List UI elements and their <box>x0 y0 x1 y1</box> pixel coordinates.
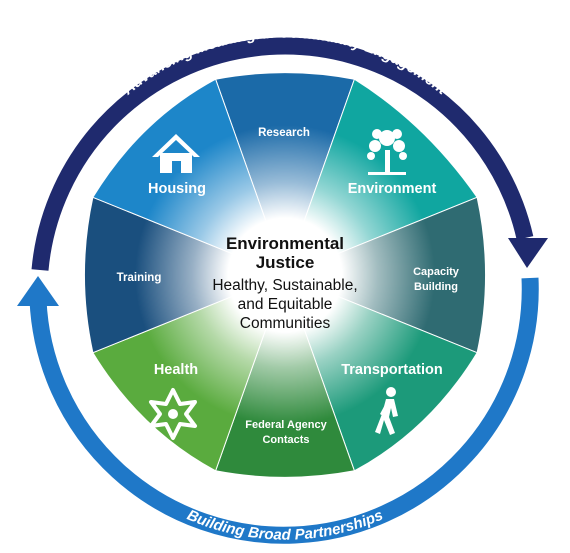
ring-bottom-arrowhead <box>17 276 59 306</box>
label-federal-line2: Contacts <box>262 434 309 446</box>
center-subtitle-line1: Healthy, Sustainable, <box>212 277 357 294</box>
center-title-line1: Environmental <box>226 234 344 253</box>
label-environment: Environment <box>348 181 437 197</box>
label-capacity-line2: Building <box>414 281 458 293</box>
ring-top-arrowhead <box>508 238 548 268</box>
label-research: Research <box>258 127 310 139</box>
center-subtitle-line2: and Equitable <box>238 296 333 313</box>
tree-icon <box>367 129 407 175</box>
walking-person-icon <box>375 387 398 435</box>
label-housing: Housing <box>148 181 206 197</box>
label-capacity-line1: Capacity <box>413 266 460 278</box>
house-icon <box>152 134 200 173</box>
center-glow <box>135 125 435 425</box>
label-transportation: Transportation <box>341 362 443 378</box>
segment-labels: Research Environment Capacity Building T… <box>117 127 460 446</box>
ring-bottom-arc <box>29 277 539 544</box>
center-title-line2: Justice <box>256 253 315 272</box>
label-federal-line1: Federal Agency <box>245 419 327 431</box>
health-star-icon <box>149 388 197 440</box>
ring-bottom-text: Building Broad Partnerships <box>185 507 386 544</box>
ring-top-arc <box>31 37 534 271</box>
label-training: Training <box>117 272 162 284</box>
center-text: Environmental Justice Healthy, Sustainab… <box>212 234 357 332</box>
label-health: Health <box>154 362 198 378</box>
center-subtitle-line3: Communities <box>240 315 331 332</box>
